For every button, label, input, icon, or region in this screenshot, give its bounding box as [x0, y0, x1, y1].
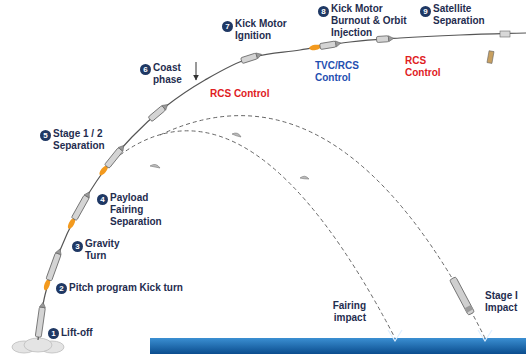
step-label: Kick Motor Ignition [235, 18, 297, 42]
callout-number: 8 [318, 6, 329, 17]
step-label: Pitch program Kick turn [69, 282, 209, 294]
callout-number: 4 [97, 194, 108, 205]
step-label: Kick Motor Burnout & Orbit Injection [331, 3, 413, 39]
step-label: Gravity Turn [85, 238, 127, 262]
rocket-sprite [66, 191, 92, 231]
launch-plume [12, 338, 64, 353]
callout-number: 6 [140, 64, 151, 75]
fairing-trajectory [120, 131, 395, 338]
impact-label: Stage I Impact [485, 290, 523, 314]
control-label: RCS Control [405, 55, 450, 79]
control-label: TVC/RCS Control [315, 60, 365, 84]
step-label: Lift-off [61, 327, 121, 339]
rocket-sprite [376, 35, 393, 42]
satellite [487, 31, 510, 63]
impact-label: Fairing impact [322, 300, 366, 324]
spent-stage [450, 277, 475, 316]
impact-splash [388, 330, 492, 341]
stage-trajectory [160, 116, 485, 338]
callout-number: 7 [222, 21, 233, 32]
step-label: Payload Fairing Separation [110, 192, 170, 228]
fairing-piece [150, 133, 309, 179]
rocket-sprite [148, 102, 169, 121]
step-label: Coast phase [153, 62, 193, 86]
control-label: RCS Control [210, 88, 290, 100]
step-label: Stage 1 / 2 Separation [53, 128, 115, 152]
rocket-sprite [309, 40, 342, 51]
rocket-sprite [241, 51, 263, 63]
callout-number: 9 [420, 6, 431, 17]
step-label: Satellite Separation [433, 3, 493, 27]
callout-number: 3 [72, 241, 83, 252]
callout-number: 1 [48, 328, 59, 339]
launch-trajectory [38, 33, 526, 340]
coast-pointer [196, 62, 197, 80]
callout-number: 5 [40, 130, 51, 141]
callout-number: 2 [56, 283, 67, 294]
sea [150, 338, 526, 354]
rocket-sprite [35, 302, 46, 337]
